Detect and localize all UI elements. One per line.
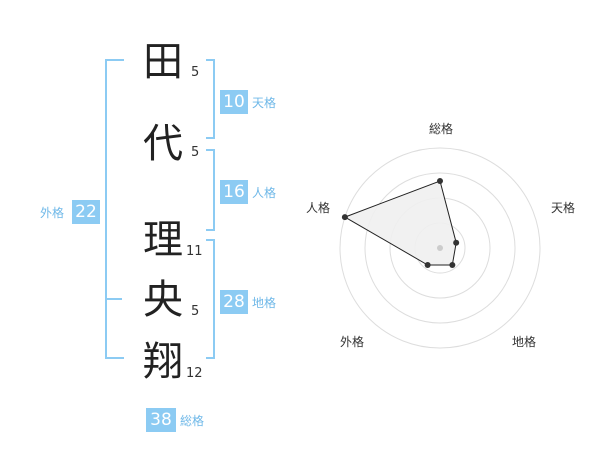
radar-label-tenkaku: 天格 bbox=[551, 200, 575, 215]
radar-points bbox=[341, 178, 460, 268]
radar-point-2 bbox=[449, 261, 456, 268]
bracket-chikaku bbox=[206, 239, 215, 359]
soukaku-value: 38 bbox=[146, 408, 176, 432]
name-char-3: 理 bbox=[143, 217, 183, 263]
radar-label-gaikaku: 外格 bbox=[340, 334, 364, 349]
radar-label-chikaku: 地格 bbox=[512, 334, 536, 349]
bracket-gaikaku bbox=[105, 59, 124, 359]
chikaku-label: 地格 bbox=[252, 296, 277, 310]
stroke-count-5: 12 bbox=[186, 366, 203, 381]
radar-ring-3 bbox=[364, 172, 516, 324]
jinkaku-value: 16 bbox=[220, 180, 248, 204]
radar-label-jinkaku: 人格 bbox=[306, 200, 330, 215]
radar-center-dot bbox=[437, 245, 443, 251]
name-char-1: 田 bbox=[143, 39, 183, 85]
tenkaku-value: 10 bbox=[220, 90, 248, 114]
soukaku-label: 総格 bbox=[180, 414, 205, 428]
radar-point-3 bbox=[424, 261, 431, 268]
stroke-count-4: 5 bbox=[191, 304, 200, 319]
jinkaku-label: 人格 bbox=[252, 186, 277, 200]
tenkaku-label: 天格 bbox=[252, 96, 277, 110]
name-char-4: 央 bbox=[143, 277, 183, 323]
bracket-tenkaku bbox=[206, 59, 215, 139]
bracket-jinkaku bbox=[206, 149, 215, 231]
chikaku-value: 28 bbox=[220, 290, 248, 314]
radar-point-0 bbox=[437, 178, 443, 184]
radar-polygon bbox=[343, 180, 457, 266]
stroke-count-2: 5 bbox=[191, 145, 200, 160]
gaikaku-label: 外格 bbox=[40, 206, 65, 220]
radar-point-1 bbox=[453, 239, 460, 246]
radar-label-soukaku: 総格 bbox=[429, 121, 453, 136]
name-char-2: 代 bbox=[143, 121, 183, 167]
name-char-5: 翔 bbox=[143, 339, 183, 385]
radar-point-4 bbox=[341, 214, 348, 221]
stroke-count-3: 11 bbox=[186, 244, 203, 259]
stroke-count-1: 5 bbox=[191, 65, 200, 80]
gaikaku-value: 22 bbox=[72, 200, 100, 224]
radar-ring-4 bbox=[339, 147, 541, 349]
